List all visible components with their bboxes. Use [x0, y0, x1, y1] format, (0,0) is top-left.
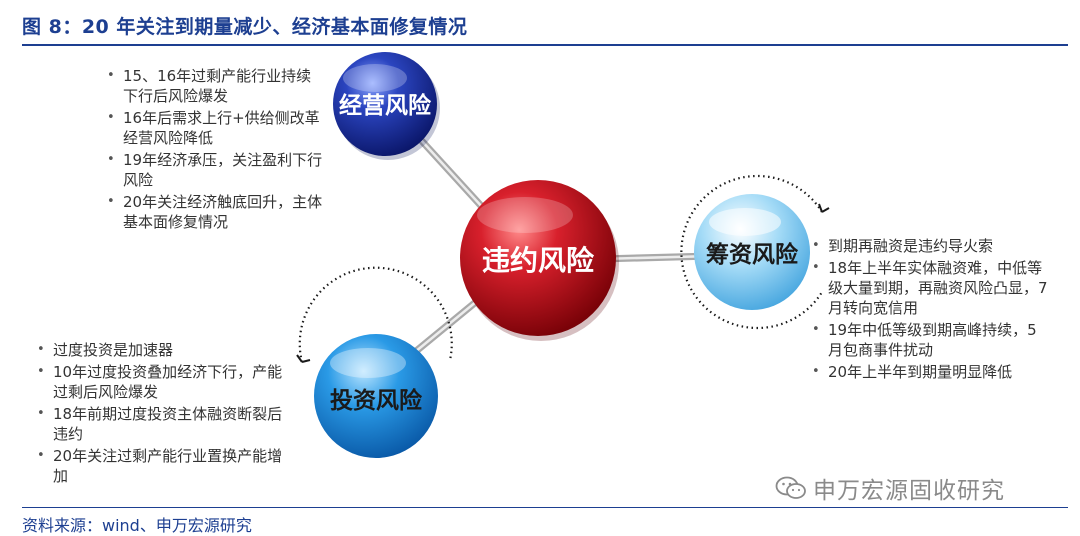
default-risk-label: 违约风险	[482, 244, 595, 277]
list-item: 15、16年过剩产能行业持续下行后风险爆发	[105, 66, 325, 106]
list-item: 到期再融资是违约导火索	[810, 236, 1050, 256]
list-item: 10年过度投资叠加经济下行，产能过剩后风险爆发	[35, 362, 290, 402]
list-item: 20年上半年到期量明显降低	[810, 362, 1050, 382]
wechat-icon	[775, 476, 806, 499]
watermark-text: 申万宏源固收研究	[813, 478, 1005, 504]
operating-risk-node: 经营风险	[333, 52, 440, 160]
list-item: 16年后需求上行+供给侧改革经营风险降低	[105, 108, 325, 148]
source-note: 资料来源：wind、申万宏源研究	[22, 516, 252, 535]
default-risk-node: 违约风险	[460, 180, 619, 341]
source-rule	[22, 507, 1068, 508]
operating-risk-list: 15、16年过剩产能行业持续下行后风险爆发 16年后需求上行+供给侧改革经营风险…	[105, 66, 325, 234]
list-item: 过度投资是加速器	[35, 340, 290, 360]
list-item: 20年关注经济触底回升，主体基本面修复情况	[105, 192, 325, 232]
investment-risk-list: 过度投资是加速器 10年过度投资叠加经济下行，产能过剩后风险爆发 18年前期过度…	[35, 340, 290, 488]
list-item: 18年上半年实体融资难，中低等级大量到期，再融资风险凸显，7月转向宽信用	[810, 258, 1050, 318]
list-item: 18年前期过度投资主体融资断裂后违约	[35, 404, 290, 444]
list-item: 20年关注过剩产能行业置换产能增加	[35, 446, 290, 486]
investment-risk-label: 投资风险	[330, 387, 423, 414]
financing-risk-list: 到期再融资是违约导火索 18年上半年实体融资难，中低等级大量到期，再融资风险凸显…	[810, 236, 1050, 384]
investment-dotted-ring	[298, 266, 453, 363]
financing-risk-node: 筹资风险	[694, 194, 810, 310]
financing-dotted-ring	[680, 174, 823, 330]
financing-risk-label: 筹资风险	[706, 241, 799, 268]
list-item: 19年经济承压，关注盈利下行风险	[105, 150, 325, 190]
investment-risk-node: 投资风险	[314, 334, 438, 458]
title-rule	[22, 44, 1068, 46]
operating-risk-label: 经营风险	[339, 92, 432, 119]
list-item: 19年中低等级到期高峰持续，5月包商事件扰动	[810, 320, 1050, 360]
watermark: 申万宏源固收研究	[775, 471, 1005, 505]
figure-title: 图 8：20 年关注到期量减少、经济基本面修复情况	[22, 16, 468, 38]
